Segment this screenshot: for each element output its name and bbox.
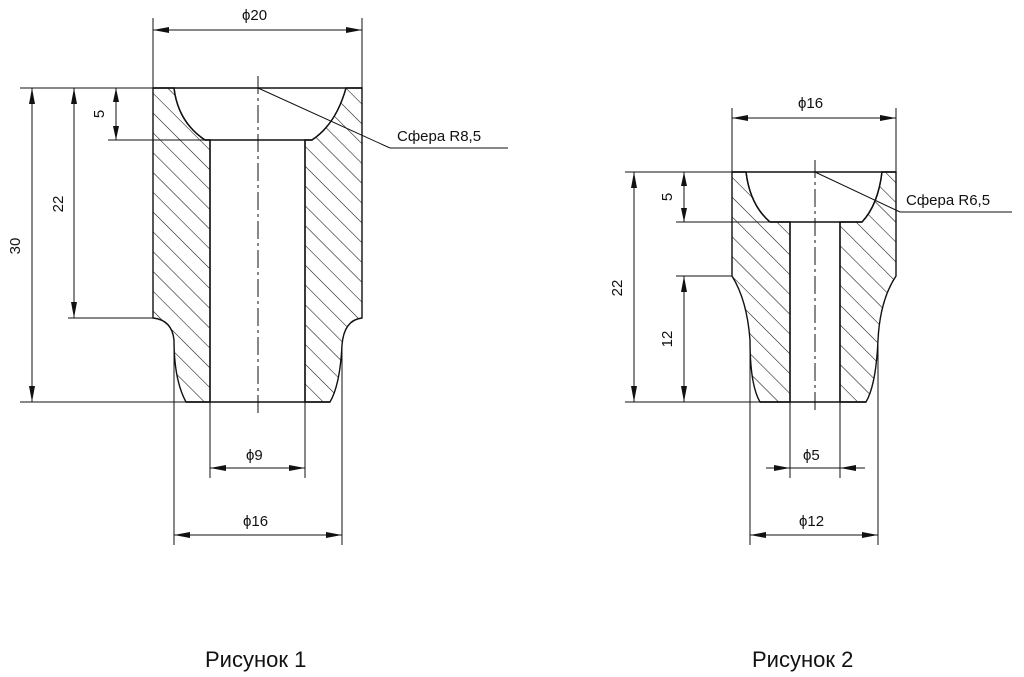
fig1-dim-d-top: ϕ20 xyxy=(242,7,267,24)
fig2-caption: Рисунок 2 xyxy=(752,647,853,672)
fig1-right-wall xyxy=(304,87,363,403)
figure-1: ϕ20 30 22 5 ϕ9 ϕ16 Сфера R8,5 Рисунок 1 xyxy=(7,7,508,672)
fig1-dim-h-upper: 22 xyxy=(50,196,67,213)
fig2-left-wall xyxy=(731,171,791,403)
fig2-sphere-label: Сфера R6,5 xyxy=(906,192,990,209)
fig2-dim-d-bottom: ϕ12 xyxy=(799,513,824,530)
fig1-caption: Рисунок 1 xyxy=(205,647,306,672)
figure-2: ϕ16 22 5 12 ϕ5 ϕ12 Сфера R6,5 Рисунок 2 xyxy=(609,95,1012,672)
fig2-sphere-cup xyxy=(745,171,883,223)
fig1-dim-d-hole: ϕ9 xyxy=(246,447,263,464)
fig1-dim-h-cup: 5 xyxy=(91,110,108,118)
fig1-sphere-label: Сфера R8,5 xyxy=(397,128,481,145)
fig1-sphere-cup xyxy=(173,87,347,141)
fig2-dim-d-hole: ϕ5 xyxy=(803,447,820,464)
fig2-dim-d-top: ϕ16 xyxy=(798,95,823,112)
fig1-dim-h-total: 30 xyxy=(7,238,24,255)
fig1-left-wall xyxy=(152,87,211,403)
fig2-dim-h-total: 22 xyxy=(609,280,626,297)
fig2-dim-h-lower: 12 xyxy=(659,331,676,348)
fig2-dim-h-cup: 5 xyxy=(659,193,676,201)
fig1-dim-d-bottom: ϕ16 xyxy=(243,513,268,530)
